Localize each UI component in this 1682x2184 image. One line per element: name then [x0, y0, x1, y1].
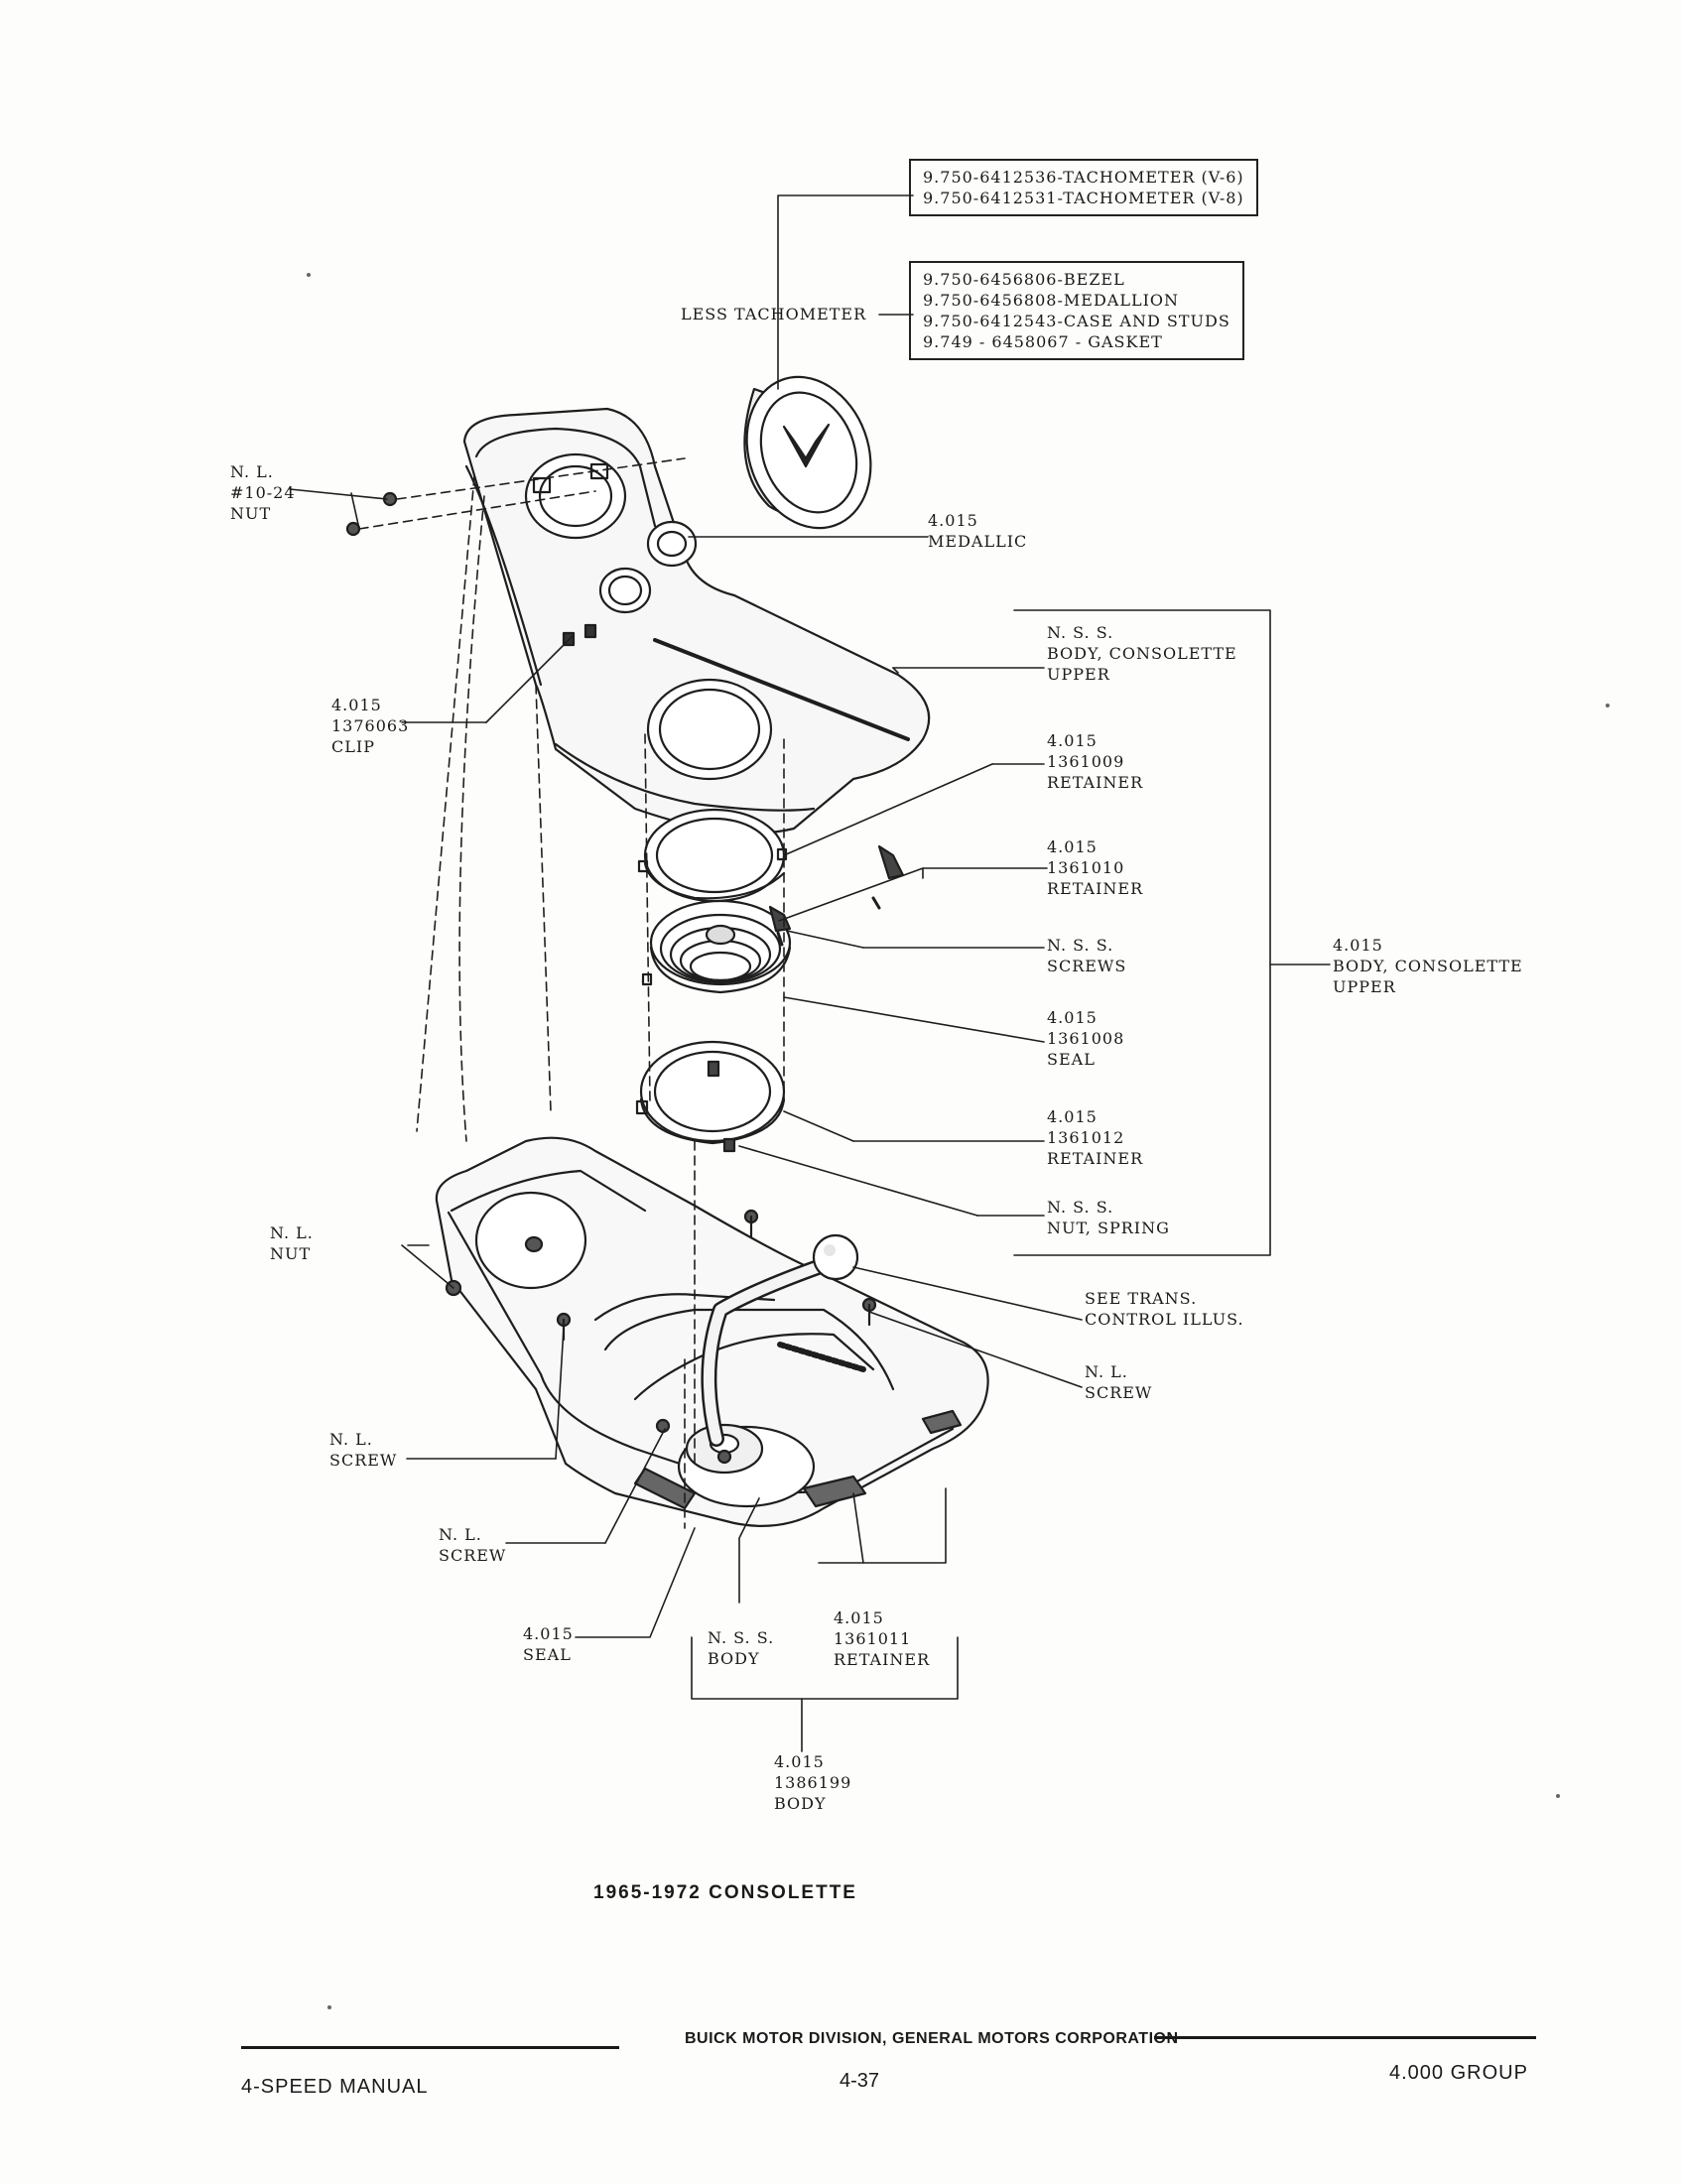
case-studs-text: 9.750-6412543-CASE AND STUDS — [923, 312, 1230, 330]
callout-line: 4.015 — [1047, 1008, 1098, 1027]
retainer-1361010-callout: 4.015 1361010 RETAINER — [1047, 836, 1143, 899]
retainer-clips — [768, 844, 905, 947]
seal-lower-callout: 4.015 SEAL — [523, 1623, 574, 1665]
medallion-part-text: 9.750-6456808-MEDALLION — [923, 291, 1180, 310]
callout-line: N. L. — [230, 462, 274, 481]
tachometer-part-box: 9.750-6412536-TACHOMETER (V-6) 9.750-641… — [909, 159, 1258, 216]
nss-body-upper-callout: N. S. S. BODY, CONSOLETTE UPPER — [1047, 622, 1237, 685]
callout-line: 4.015 — [928, 511, 978, 530]
body-upper-group-callout: 4.015 BODY, CONSOLETTE UPPER — [1333, 935, 1523, 997]
callout-line: BODY — [774, 1794, 827, 1813]
callout-line: N. S. S. — [1047, 1198, 1114, 1217]
callout-line: 4.015 — [1047, 1107, 1098, 1126]
callout-line: 4.015 — [331, 696, 382, 714]
scan-specks — [307, 273, 1610, 2009]
gasket-text: 9.749 - 6458067 - GASKET — [923, 332, 1163, 351]
callout-line: 1361012 — [1047, 1128, 1125, 1147]
nss-screws-callout: N. S. S. SCREWS — [1047, 935, 1126, 976]
callout-line: 1361008 — [1047, 1029, 1125, 1048]
upper-consolette-body — [462, 407, 931, 835]
callout-line: NUT — [230, 504, 272, 523]
retainer-1361012-callout: 4.015 1361012 RETAINER — [1047, 1106, 1143, 1169]
callout-line: RETAINER — [1047, 1149, 1144, 1168]
buick-tri-shield-icon — [782, 423, 831, 468]
nss-nut-spring-callout: N. S. S. NUT, SPRING — [1047, 1197, 1170, 1238]
callout-line: 1376063 — [331, 716, 410, 735]
bezel-text: 9.750-6456806-BEZEL — [923, 270, 1125, 289]
callout-line: N. L. — [1085, 1362, 1128, 1381]
callout-line: CLIP — [331, 737, 375, 756]
lower-retainer-ring — [635, 1040, 786, 1153]
footer-corporation: BUICK MOTOR DIVISION, GENERAL MOTORS COR… — [685, 2030, 1179, 2047]
footer-group: 4.000 GROUP — [1389, 2062, 1528, 2084]
callout-line: #10-24 — [230, 483, 296, 502]
callout-line: SCREW — [329, 1451, 398, 1470]
callout-line: UPPER — [1333, 977, 1396, 996]
callout-line: SCREW — [1085, 1383, 1153, 1402]
leader-lines — [289, 194, 1331, 1752]
callout-line: CONTROL ILLUS. — [1085, 1310, 1244, 1329]
tach-v8-text: 9.750-6412531-TACHOMETER (V-8) — [923, 189, 1244, 207]
less-tachometer-part-box: 9.750-6456806-BEZEL 9.750-6456808-MEDALL… — [909, 261, 1244, 360]
nl-screw-left-callout: N. L. SCREW — [329, 1429, 397, 1471]
footer-rule-left — [241, 2046, 619, 2049]
callout-line: SCREWS — [1047, 957, 1127, 975]
retainer-1361009-callout: 4.015 1361009 RETAINER — [1047, 730, 1143, 793]
callout-line: 4.015 — [834, 1608, 884, 1627]
callout-line: N. L. — [270, 1223, 314, 1242]
callout-line: 4.015 — [523, 1624, 574, 1643]
callout-line: BODY — [708, 1649, 760, 1668]
callout-line: 1386199 — [774, 1773, 852, 1792]
callout-line: N. L. — [329, 1430, 373, 1449]
callout-line: N. L. — [439, 1525, 482, 1544]
nl-screw-lower-callout: N. L. SCREW — [439, 1524, 506, 1566]
footer-rule-right — [1154, 2036, 1536, 2039]
callout-line: SEAL — [1047, 1050, 1096, 1069]
callout-line: SEAL — [523, 1645, 572, 1664]
callout-line: N. S. S. — [1047, 623, 1114, 642]
callout-line: UPPER — [1047, 665, 1110, 684]
tach-v6-text: 9.750-6412536-TACHOMETER (V-6) — [923, 168, 1244, 187]
footer-page-number: 4-37 — [840, 2070, 880, 2092]
callout-line: RETAINER — [1047, 773, 1144, 792]
callout-line: SCREW — [439, 1546, 507, 1565]
callout-line: 4.015 — [1047, 837, 1098, 856]
callout-line: 1361011 — [834, 1629, 912, 1648]
shift-lever — [701, 1233, 859, 1447]
less-tachometer-label: LESS TACHOMETER — [681, 305, 867, 323]
callout-line: 1361010 — [1047, 858, 1125, 877]
clip-callout: 4.015 1376063 CLIP — [331, 695, 409, 757]
callout-line: 4.015 — [1333, 936, 1383, 955]
callout-line: 4.015 — [774, 1752, 825, 1771]
callout-line: RETAINER — [1047, 879, 1144, 898]
callout-line: SEE TRANS. — [1085, 1289, 1198, 1308]
nss-body-callout: N. S. S. BODY — [708, 1627, 774, 1669]
callout-line: NUT, SPRING — [1047, 1219, 1170, 1237]
callout-line: BODY, CONSOLETTE — [1333, 957, 1523, 975]
callout-line: N. S. S. — [1047, 936, 1114, 955]
seal-boot — [641, 899, 792, 994]
retainer-1361011-callout: 4.015 1361011 RETAINER — [834, 1607, 930, 1670]
callout-line: BODY, CONSOLETTE — [1047, 644, 1237, 663]
see-trans-callout: SEE TRANS. CONTROL ILLUS. — [1085, 1288, 1244, 1330]
callout-line: MEDALLIC — [928, 532, 1028, 551]
seal-1361008-callout: 4.015 1361008 SEAL — [1047, 1007, 1124, 1070]
nl-screw-right-callout: N. L. SCREW — [1085, 1361, 1152, 1403]
callout-line: 1361009 — [1047, 752, 1125, 771]
upper-retainer-ring — [637, 808, 788, 903]
callout-line: 4.015 — [1047, 731, 1098, 750]
footer-manual-type: 4-SPEED MANUAL — [241, 2076, 429, 2098]
callout-line: NUT — [270, 1244, 312, 1263]
nut-1024-callout: N. L. #10-24 NUT — [230, 461, 296, 524]
body-1386199-callout: 4.015 1386199 BODY — [774, 1751, 851, 1814]
tachometer-housing — [743, 375, 872, 530]
phantom-alignment-lines — [358, 457, 785, 1529]
medallion-callout: 4.015 MEDALLIC — [928, 510, 1027, 552]
nl-nut-callout: N. L. NUT — [270, 1222, 314, 1264]
figure-caption: 1965-1972 CONSOLETTE — [593, 1882, 857, 1903]
callout-line: RETAINER — [834, 1650, 931, 1669]
callout-line: N. S. S. — [708, 1628, 775, 1647]
